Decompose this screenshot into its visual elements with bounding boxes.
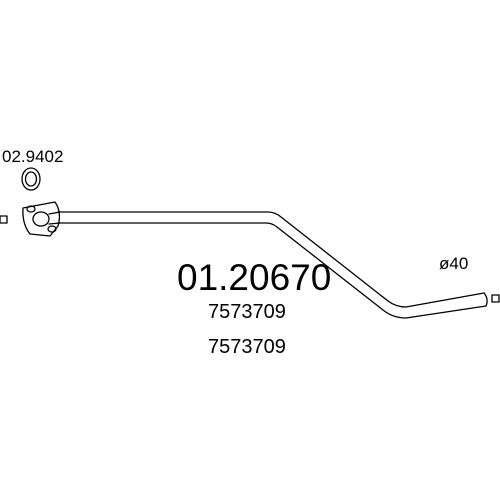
right-pipe-end-icon (491, 294, 500, 303)
left-pipe-end-icon (0, 215, 8, 224)
pipe-diameter-label: ø40 (439, 254, 468, 273)
gasket-part-number: 02.9402 (2, 147, 63, 166)
exhaust-gasket-ring-icon (21, 167, 41, 191)
flange-icon (22, 201, 61, 237)
oem-number: 7573709 (208, 336, 286, 358)
exhaust-pipe-icon (57, 211, 488, 319)
oem-number: 7573709 (208, 301, 286, 323)
main-part-number: 01.20670 (177, 257, 331, 298)
